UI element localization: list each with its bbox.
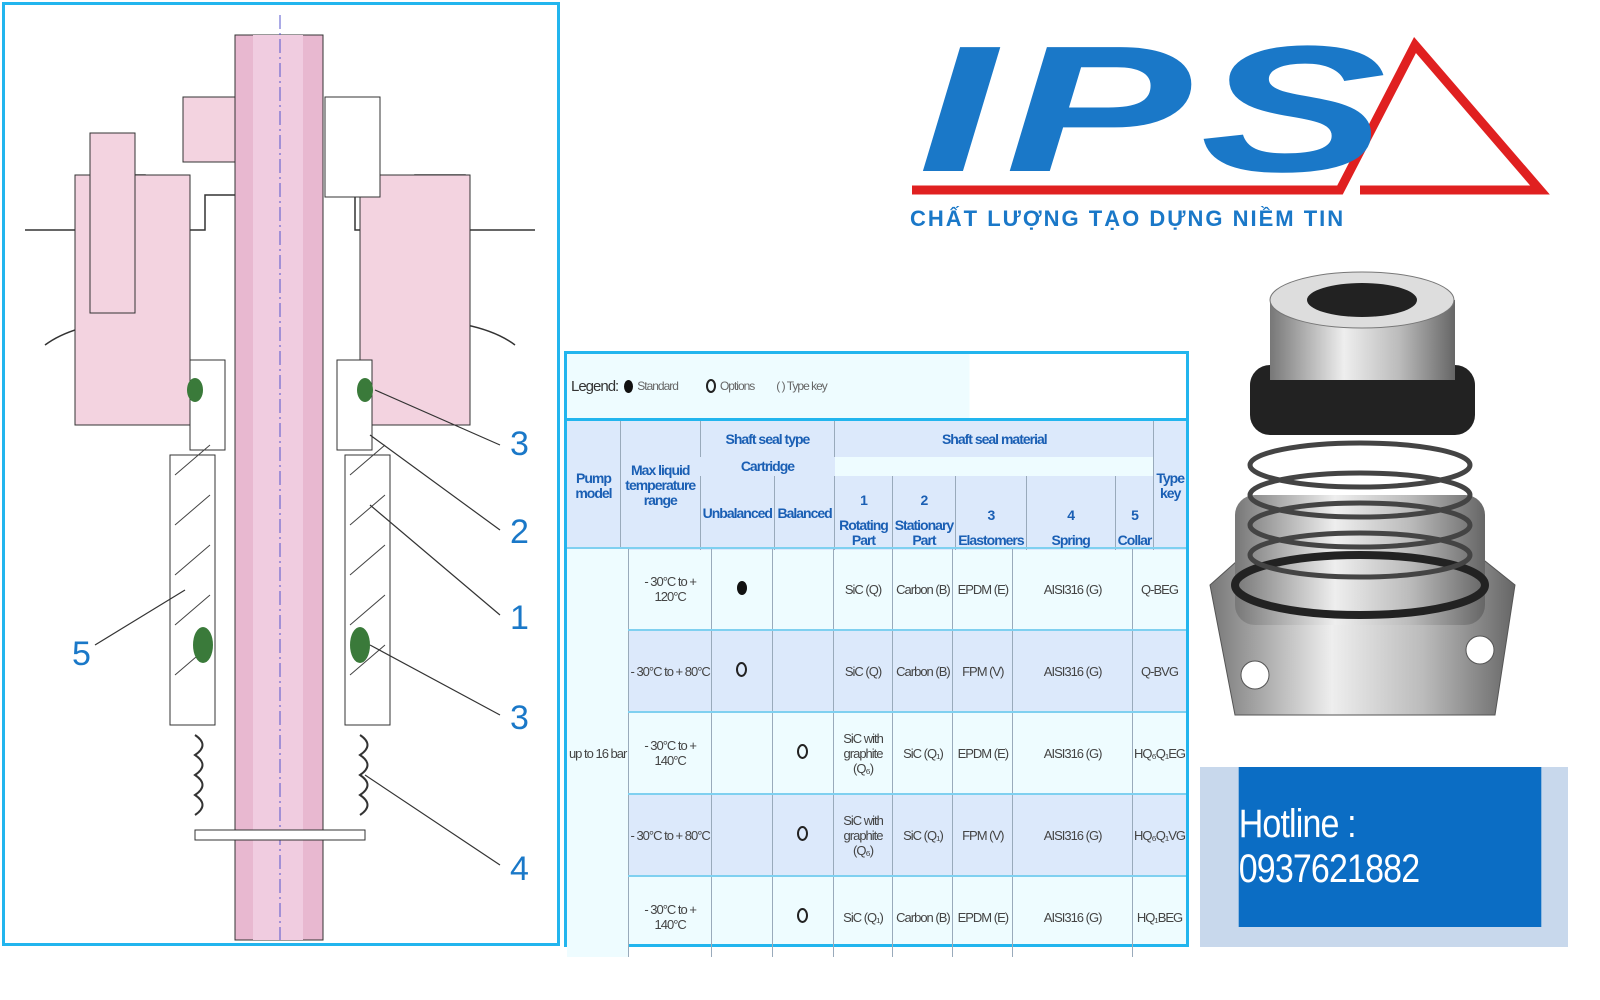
material-number: 2 [920, 492, 929, 508]
logo-text: IPS [918, 9, 1396, 210]
type-key-cell: HQ₆Q₁EG [1131, 711, 1186, 794]
option-ring-icon [797, 908, 809, 923]
unbalanced-cell [711, 629, 773, 712]
balanced-cell [771, 547, 834, 630]
header-balanced: Balanced [773, 476, 835, 550]
option-ring-icon [797, 744, 809, 759]
material-label: Collar [1117, 532, 1153, 548]
elastomer-cell: EPDM (E) [952, 547, 1013, 630]
option-ring-icon [736, 662, 748, 677]
temp-cell: - 30°C to + 140°C [628, 875, 712, 957]
elastomer-cell: FPM (V) [952, 629, 1013, 712]
material-label: Elastomers [958, 532, 1024, 548]
table-row: - 30°C to + 140°C SiC with graphite (Q₆)S… [567, 711, 1186, 794]
elastomer-cell: EPDM (E) [952, 875, 1013, 957]
balanced-cell [771, 875, 834, 957]
balanced-cell [771, 711, 834, 794]
header-type-key: Type key [1153, 421, 1186, 550]
seal-table: Pump model Max liquid temperature range … [567, 421, 1186, 550]
rotating-cell: SiC (Q) [832, 629, 893, 712]
spring-collar-cell: AISI316 (G) [1012, 875, 1133, 957]
callout-3-lower: 3 [510, 699, 529, 737]
table-row: - 30°C to + 140°C SiC (Q₁)Carbon (B)EPDM … [567, 875, 1186, 957]
material-label: Stationary Part [894, 517, 954, 548]
mechanical-seal-photo [1195, 255, 1525, 730]
material-number: 1 [860, 492, 868, 508]
type-key-cell: Q-BVG [1131, 629, 1186, 712]
stationary-cell: SiC (Q₁) [892, 711, 953, 794]
table-row: - 30°C to + 80°C SiC (Q)Carbon (B)FPM (V)… [567, 629, 1186, 712]
ring-icon [705, 379, 716, 393]
elastomer-cell: EPDM (E) [952, 711, 1013, 794]
pump-model-cell: up to 16 bar [567, 547, 629, 957]
ips-logo: IPS [890, 20, 1560, 250]
unbalanced-cell [711, 793, 773, 876]
rotating-cell: SiC with graphite (Q₆) [832, 711, 893, 794]
balanced-cell [771, 793, 834, 876]
header-max-temp: Max liquid temperature range [619, 421, 701, 550]
callout-4-spring: 4 [510, 850, 529, 888]
legend-typekey: ( ) Type key [776, 379, 827, 393]
material-number: 3 [987, 507, 996, 523]
header-pump-model: Pump model [567, 421, 621, 550]
rotating-cell: SiC (Q) [832, 547, 893, 630]
rotating-cell: SiC with graphite (Q₆) [832, 793, 893, 876]
legend-standard: Standard [637, 379, 679, 393]
option-ring-icon [797, 826, 809, 841]
type-key-cell: HQ₁BEG [1131, 875, 1186, 957]
stationary-cell: Carbon (B) [892, 875, 953, 957]
table-row: - 30°C to + 80°C SiC with graphite (Q₆)Si… [567, 793, 1186, 876]
balanced-cell [771, 629, 834, 712]
seal-cross-section-diagram: 3 2 1 5 3 4 [2, 2, 560, 946]
material-number: 5 [1131, 507, 1139, 523]
seal-photo-drawing [1209, 271, 1516, 716]
stationary-cell: Carbon (B) [892, 629, 953, 712]
spring-collar-cell: AISI316 (G) [1012, 547, 1133, 630]
header-cartridge: Cartridge [700, 457, 835, 476]
spring-collar-cell: AISI316 (G) [1012, 793, 1133, 876]
type-key-cell: HQ₆Q₁VG [1131, 793, 1186, 876]
hotline-banner[interactable]: Hotline : 0937621882 [1238, 767, 1542, 927]
unbalanced-cell [711, 711, 773, 794]
logo-slogan: CHẤT LƯỢNG TẠO DỰNG NIỀM TIN [910, 206, 1346, 231]
header-material: Shaft seal material [834, 421, 1154, 457]
shaft-seal-table-panel: Legend: Standard Options ( ) Type key Pu… [564, 351, 1189, 957]
material-number: 4 [1067, 507, 1075, 523]
callout-5-collar: 5 [72, 635, 91, 673]
temp-cell: - 30°C to + 80°C [628, 629, 712, 712]
header-seal-type: Shaft seal type [699, 421, 835, 457]
standard-dot-icon [736, 580, 747, 595]
filled-dot-icon [624, 379, 634, 393]
ips-logo-mark [912, 37, 1550, 195]
stationary-cell: Carbon (B) [892, 547, 953, 630]
temp-cell: - 30°C to + 80°C [628, 793, 712, 876]
temp-cell: - 30°C to + 120°C [628, 547, 712, 630]
rotating-cell: SiC (Q₁) [832, 875, 893, 957]
temp-cell: - 30°C to + 140°C [628, 711, 712, 794]
stationary-cell: SiC (Q₁) [892, 793, 953, 876]
material-label: Spring [1051, 532, 1091, 548]
callout-1-rotating: 1 [510, 599, 529, 637]
diagram-drawing [25, 15, 535, 941]
spring-collar-cell: AISI316 (G) [1012, 711, 1133, 794]
type-key-cell: Q-BEG [1131, 547, 1186, 630]
callout-2-stationary: 2 [510, 513, 529, 551]
spring-collar-cell: AISI316 (G) [1012, 629, 1133, 712]
unbalanced-cell [711, 875, 773, 957]
header-unbalanced: Unbalanced [699, 476, 775, 550]
legend-options: Options [719, 379, 755, 393]
legend-label: Legend: [571, 377, 619, 395]
legend: Legend: Standard Options ( ) Type key [567, 354, 1186, 421]
unbalanced-cell [711, 547, 773, 630]
elastomer-cell: FPM (V) [952, 793, 1013, 876]
callout-3-elastomer: 3 [510, 425, 529, 463]
material-label: Rotating Part [839, 517, 889, 548]
